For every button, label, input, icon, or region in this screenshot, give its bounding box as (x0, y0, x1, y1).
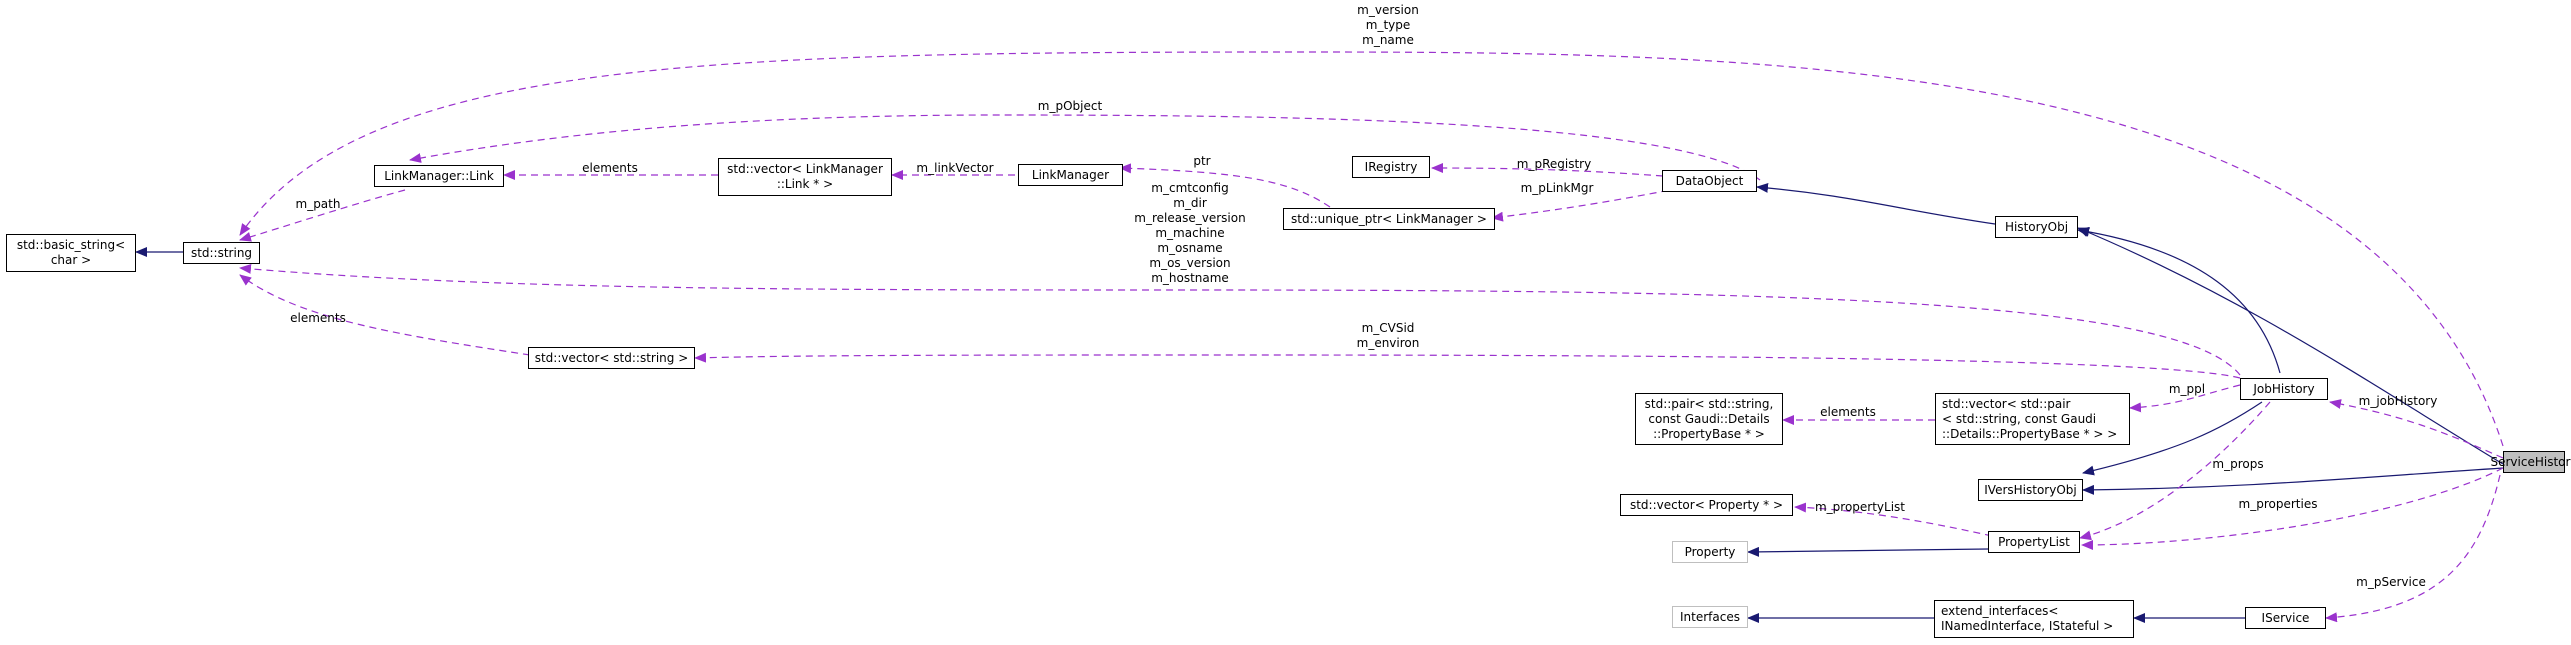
node-iregistry[interactable]: IRegistry (1352, 156, 1430, 178)
edge-job-propertylist (2079, 401, 2271, 541)
node-linkmanager[interactable]: LinkManager (1018, 164, 1123, 186)
edge-label-link-vector: m_linkVector (916, 161, 993, 175)
edge-label-m-ppl: m_ppl (2169, 382, 2205, 396)
edge-svc-iservice (2325, 474, 2501, 623)
node-vector-string[interactable]: std::vector< std::string > (528, 347, 695, 369)
edge-vecstr-string (239, 274, 531, 356)
node-extend-interfaces[interactable]: extend_interfaces< INamedInterface, ISta… (1934, 600, 2134, 638)
node-basic-string[interactable]: std::basic_string< char > (6, 234, 136, 272)
node-iverhistoryobj[interactable]: IVersHistoryObj (1978, 479, 2083, 501)
edge-job-vecpair (2129, 384, 2241, 413)
edge-servicehistory-historyobj (2077, 227, 2504, 465)
edge-job-vecstr (694, 352, 2241, 379)
edge-label-m-properties: m_properties (2239, 497, 2318, 511)
node-property[interactable]: Property (1672, 541, 1748, 563)
edge-propertylist-vecprop (1794, 502, 1993, 537)
node-std-string[interactable]: std::string (183, 242, 260, 264)
node-vector-link[interactable]: std::vector< LinkManager ::Link * > (718, 158, 892, 196)
edge-svc-jobhistory (2329, 399, 2504, 459)
node-pair[interactable]: std::pair< std::string, const Gaudi::Det… (1635, 393, 1783, 445)
node-vector-pair[interactable]: std::vector< std::pair < std::string, co… (1935, 393, 2130, 445)
edge-label-link-elements: elements (582, 161, 638, 175)
node-vector-property[interactable]: std::vector< Property * > (1620, 494, 1793, 516)
node-servicehistory[interactable]: ServiceHistory (2490, 451, 2571, 473)
edge-svc-string (239, 51, 2504, 447)
edge-jobhistory-historyobj (2077, 226, 2281, 374)
node-jobhistory[interactable]: JobHistory (2240, 378, 2328, 400)
edge-label-property-list: m_propertyList (1815, 500, 1905, 514)
edge-label-p-object: m_pObject (1038, 99, 1103, 113)
edge-label-ptr: ptr (1193, 154, 1210, 168)
edge-link-string (239, 189, 406, 242)
edge-svc-propertylist (2081, 467, 2504, 550)
node-iservice[interactable]: IService (2245, 607, 2326, 629)
edge-dataobject-link-pobject (409, 114, 1761, 181)
node-unique-ptr[interactable]: std::unique_ptr< LinkManager > (1283, 208, 1495, 230)
node-dataobject[interactable]: DataObject (1662, 170, 1757, 192)
node-linkmanager-link[interactable]: LinkManager::Link (374, 165, 504, 187)
node-historyobj[interactable]: HistoryObj (1995, 216, 2078, 238)
edge-label-pair-elements: elements (1820, 405, 1876, 419)
edge-propertylist-property (1747, 546, 1989, 557)
edge-label-m-path: m_path (296, 197, 341, 211)
edge-unique-linkmgr (1119, 163, 1331, 208)
edge-label-str-elements: elements (290, 311, 346, 325)
edge-label-p-registry: m_pRegistry (1517, 157, 1591, 171)
edge-label-p-service: m_pService (2356, 575, 2426, 589)
edge-historyobj-dataobject (1756, 182, 1996, 225)
edge-dataobject-iregistry (1431, 163, 1664, 177)
edge-label-p-link-mgr: m_pLinkMgr (1521, 181, 1594, 195)
node-propertylist[interactable]: PropertyList (1988, 531, 2080, 553)
node-interfaces[interactable]: Interfaces (1672, 606, 1748, 628)
edge-servicehistory-iverhistoryobj (2082, 467, 2504, 495)
edge-job-string (239, 263, 2241, 376)
edge-jobhistory-iverhistoryobj (2082, 401, 2263, 476)
edge-label-job-history: m_jobHistory (2359, 394, 2438, 408)
edge-label-m-props: m_props (2212, 457, 2263, 471)
